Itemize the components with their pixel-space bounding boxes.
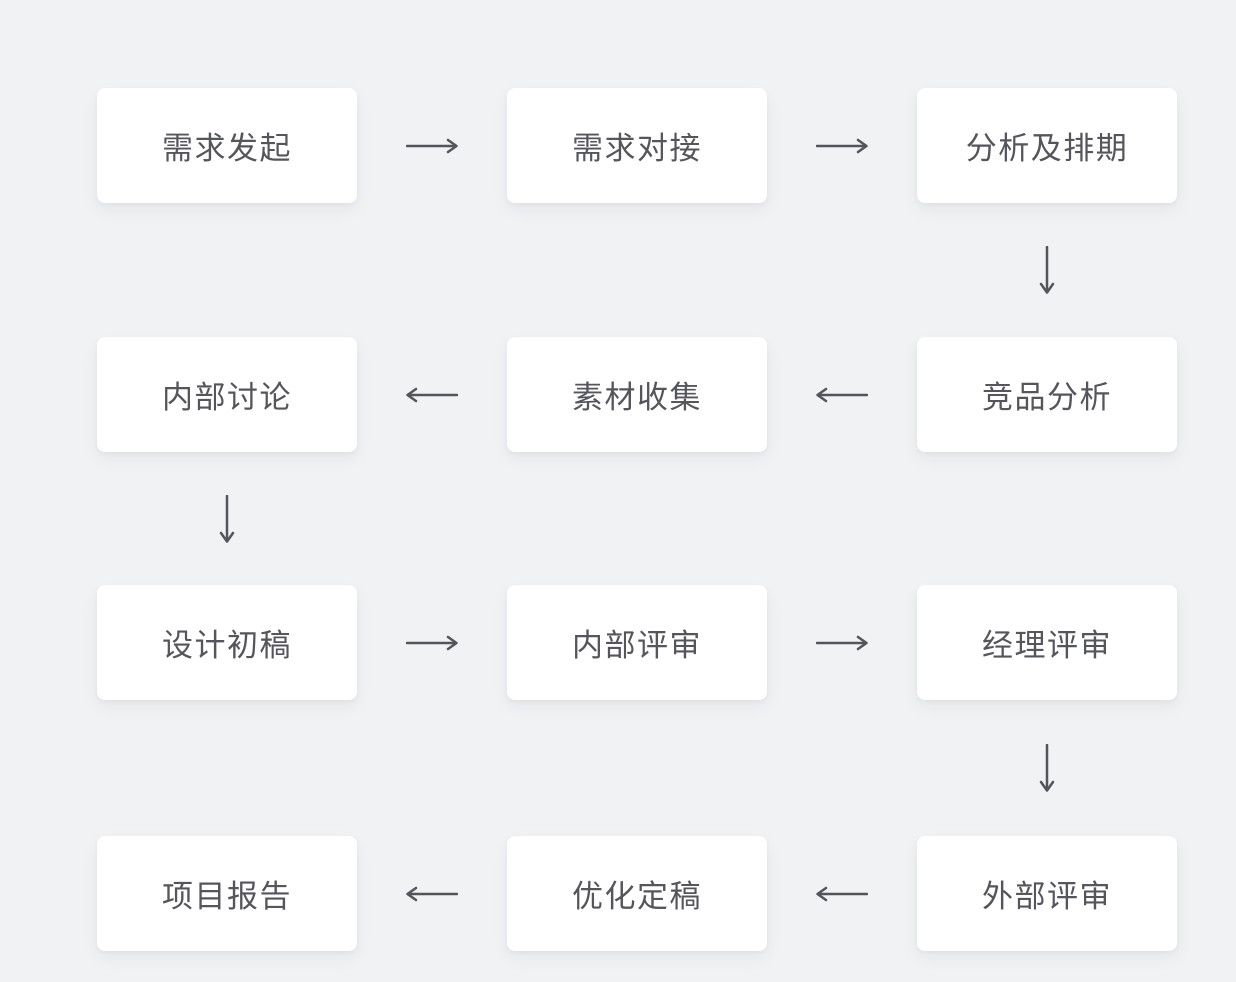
arrow-down-icon	[97, 452, 357, 585]
arrow-right-icon	[767, 88, 917, 203]
flow-node-label: 需求对接	[572, 131, 702, 166]
arrow-right-icon	[406, 138, 458, 153]
flow-node-final-optimization: 优化定稿	[507, 836, 767, 951]
flow-node-material-collection: 素材收集	[507, 337, 767, 452]
arrow-left-icon	[767, 337, 917, 452]
flow-node-design-first-draft: 设计初稿	[97, 585, 357, 700]
flow-node-requirement-initiation: 需求发起	[97, 88, 357, 203]
arrow-right-icon	[357, 585, 507, 700]
flowchart-canvas: 需求发起 需求对接 分析及排期 内部讨论 素材收集	[97, 88, 1177, 951]
arrow-down-icon	[1039, 744, 1055, 792]
flow-node-label: 经理评审	[982, 628, 1112, 663]
arrow-left-icon	[406, 886, 458, 901]
flow-node-label: 分析及排期	[965, 131, 1129, 166]
flow-node-label: 项目报告	[162, 879, 292, 914]
flow-node-external-review: 外部评审	[917, 836, 1177, 951]
arrow-left-icon	[816, 387, 868, 402]
arrow-down-icon	[917, 203, 1177, 337]
flow-node-manager-review: 经理评审	[917, 585, 1177, 700]
arrow-right-icon	[767, 585, 917, 700]
flow-node-internal-review: 内部评审	[507, 585, 767, 700]
arrow-left-icon	[357, 337, 507, 452]
arrow-down-icon	[1039, 246, 1055, 294]
flow-node-label: 内部评审	[572, 628, 702, 663]
arrow-right-icon	[816, 635, 868, 650]
flow-node-analysis-scheduling: 分析及排期	[917, 88, 1177, 203]
flow-node-label: 需求发起	[162, 131, 292, 166]
arrow-left-icon	[406, 387, 458, 402]
flow-node-competitor-analysis: 竞品分析	[917, 337, 1177, 452]
arrow-right-icon	[816, 138, 868, 153]
arrow-right-icon	[357, 88, 507, 203]
flow-node-label: 优化定稿	[572, 879, 702, 914]
flow-node-label: 设计初稿	[162, 628, 292, 663]
flow-node-requirement-alignment: 需求对接	[507, 88, 767, 203]
arrow-down-icon	[917, 700, 1177, 836]
flow-node-label: 素材收集	[572, 380, 702, 415]
flow-node-internal-discussion: 内部讨论	[97, 337, 357, 452]
arrow-left-icon	[357, 836, 507, 951]
arrow-left-icon	[767, 836, 917, 951]
arrow-down-icon	[219, 494, 235, 543]
arrow-right-icon	[406, 635, 458, 650]
flow-node-label: 外部评审	[982, 879, 1112, 914]
flow-node-label: 内部讨论	[162, 380, 292, 415]
arrow-left-icon	[816, 886, 868, 901]
flow-node-label: 竞品分析	[982, 380, 1112, 415]
flow-node-project-report: 项目报告	[97, 836, 357, 951]
